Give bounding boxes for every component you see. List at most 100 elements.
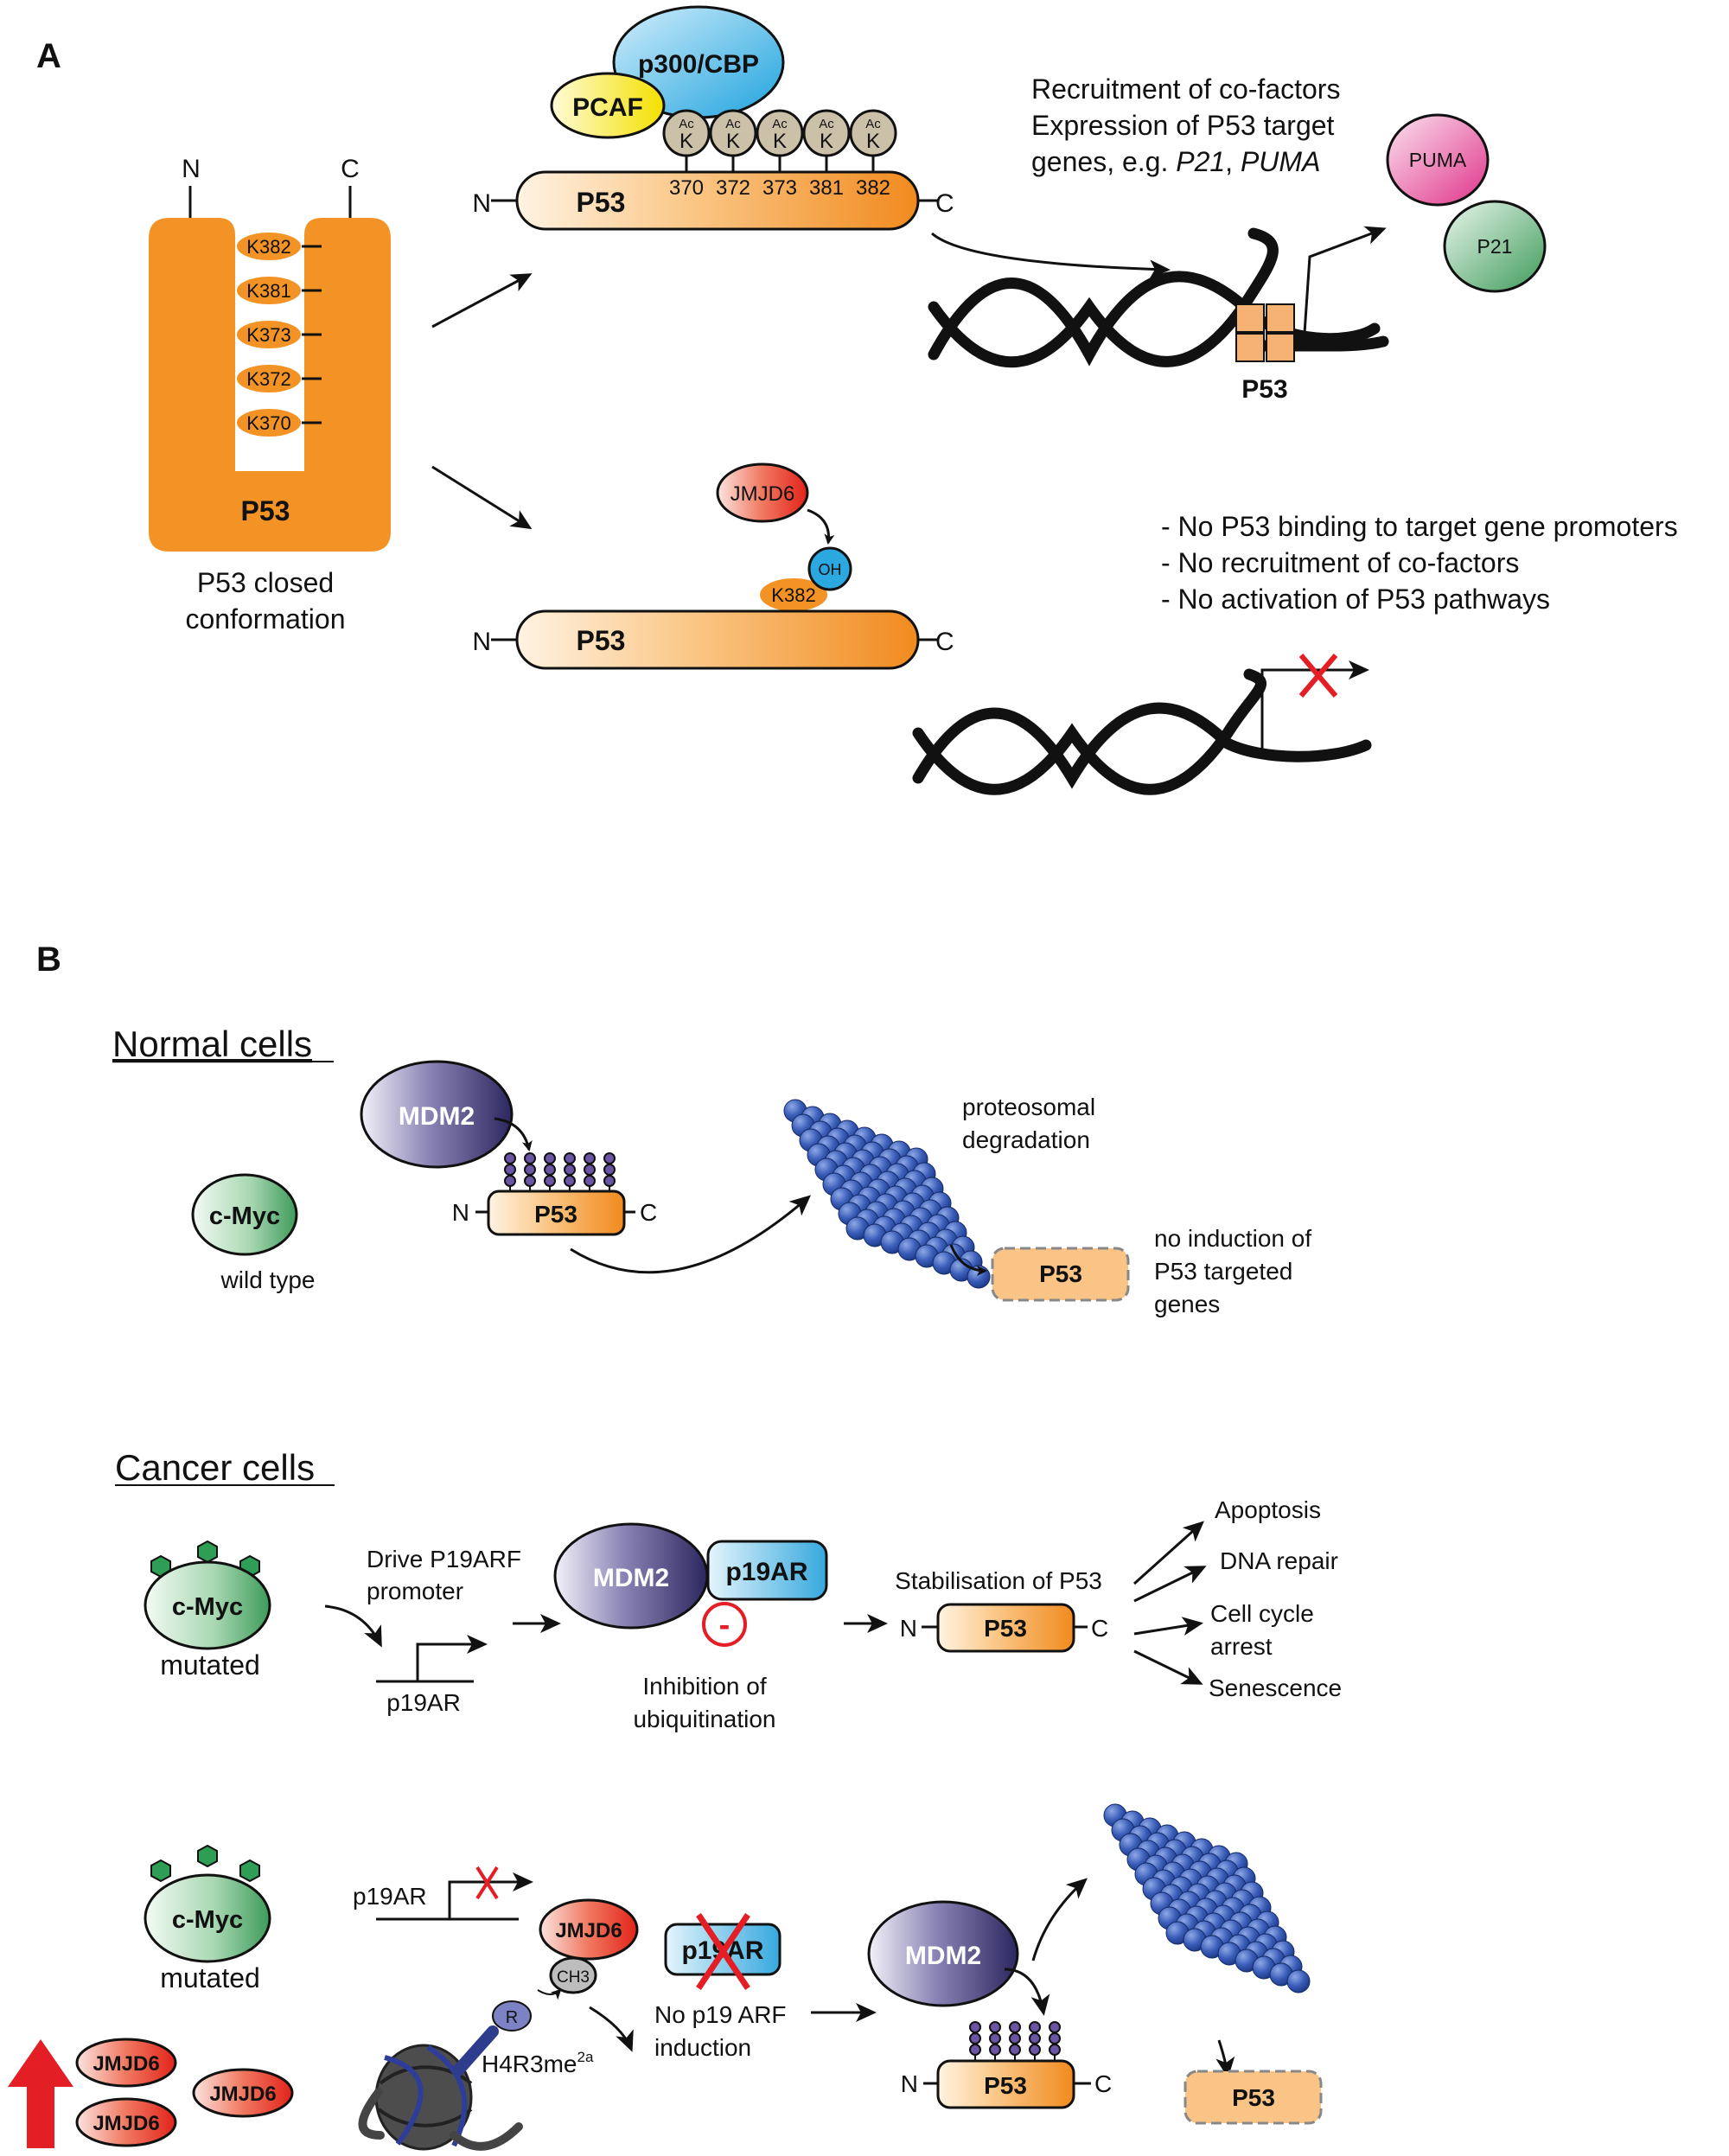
jmjd6-overexpression: JMJD6 JMJD6 JMJD6: [8, 2038, 294, 2148]
mdm2-label: MDM2: [399, 1102, 475, 1131]
drive-line2: promoter: [367, 1578, 463, 1604]
blocked-transcription-x: [1298, 654, 1338, 698]
arginine-r: [492, 2000, 532, 2032]
proteasome-subunit: [1286, 1969, 1311, 1993]
k-label: K: [679, 130, 693, 153]
arrow-jmjd6-to-p19: [589, 2006, 634, 2052]
closed-p53-label: P53: [241, 495, 290, 526]
cmyc-label: c-Myc: [209, 1202, 280, 1230]
dna-helix-bottom: [912, 654, 1372, 795]
no-induction-line1: no induction of: [1154, 1225, 1311, 1252]
transcription-arrow: [1302, 226, 1387, 348]
oh-label: OH: [819, 561, 842, 578]
normal-c-label: C: [640, 1199, 657, 1226]
jmjd6-c-label: C: [1094, 2070, 1112, 2097]
p19ar-promoter-blocked: [376, 1866, 533, 1921]
no-p19-line1: No p19 ARF: [654, 2001, 787, 2028]
jmjd6-label: JMJD6: [93, 2052, 159, 2076]
dna-p53-label: P53: [1241, 375, 1287, 404]
inhibition-line1: Inhibition of: [642, 1673, 766, 1700]
p53-ghost-label: P53: [1232, 2084, 1275, 2111]
lysine-label: K370: [246, 412, 290, 434]
jmjd6-label: JMJD6: [93, 2112, 159, 2135]
position-label: 381: [809, 176, 844, 200]
p53-hydroxylated: JMJD6 K382 OH N C P53: [472, 462, 954, 670]
lysine-label: K372: [246, 368, 290, 390]
recruitment-text-line1: Recruitment of co-factors: [1031, 73, 1340, 105]
jmjd6-at-promoter: [539, 1898, 639, 1961]
inhibition-symbol: [702, 1602, 747, 1647]
p53-stabilised: [936, 1603, 1075, 1653]
outcome-dna-repair: DNA repair: [1220, 1547, 1338, 1574]
cancer-cells-title: Cancer cells: [115, 1447, 315, 1488]
cmyc-mutated-caption: mutated: [160, 1962, 260, 1993]
mdm2-label: MDM2: [593, 1564, 669, 1592]
closed-caption-line1: P53 closed: [197, 567, 334, 598]
p19ar-promoter-gene: [376, 1635, 488, 1683]
ch3-label: CH3: [557, 1968, 590, 1987]
lysine-label: K382: [246, 236, 290, 258]
ac-label: Ac: [679, 117, 694, 131]
jmjd6-p53-label: P53: [984, 2072, 1027, 2099]
pcaf-protein: [550, 72, 666, 139]
no-induction-line2: P53 targeted: [1154, 1258, 1292, 1285]
jmjd6-label: JMJD6: [731, 482, 795, 506]
bullet-no-binding: - No P53 binding to target gene promoter…: [1161, 511, 1678, 542]
cmyc-wildtype-caption: wild type: [220, 1266, 316, 1293]
cmyc-label: c-Myc: [172, 1906, 243, 1934]
h4r3me-label: H4R3me2a: [482, 2049, 594, 2077]
cancer-p53-label: P53: [984, 1615, 1027, 1642]
cancer-c-label: C: [1091, 1615, 1108, 1642]
position-label: 373: [762, 176, 797, 200]
p53-ghost-label: P53: [1039, 1260, 1082, 1287]
position-label: 372: [716, 176, 750, 200]
normal-p53-label: P53: [534, 1201, 577, 1228]
outcome-cell-cycle: Cell cycle: [1210, 1600, 1314, 1627]
arrow-to-proteasome: [570, 1195, 812, 1274]
methyl-group: [549, 1956, 597, 1994]
p19ar-blocked-x: [696, 1913, 750, 1990]
k-label: K: [866, 130, 880, 153]
ac-label: Ac: [772, 117, 788, 131]
degradation-line1: proteosomal: [962, 1094, 1095, 1120]
nucleosome: R: [358, 2000, 532, 2151]
cmyc-wildtype: [191, 1173, 298, 1256]
pcaf-label: PCAF: [572, 93, 643, 122]
closed-caption-line2: conformation: [186, 603, 346, 635]
top-p53-label: P53: [577, 187, 626, 218]
p300-cbp-label: p300/CBP: [638, 50, 759, 79]
mdm2-label: MDM2: [905, 1942, 981, 1970]
no-induction-line3: genes: [1154, 1291, 1220, 1317]
cmyc-mutated-caption: mutated: [160, 1649, 260, 1681]
puma-label: PUMA: [1409, 149, 1467, 171]
closed-c-label: C: [341, 155, 360, 183]
position-label: 370: [669, 176, 704, 200]
lysine-label: K381: [246, 280, 290, 302]
k-label: K: [820, 130, 833, 153]
acetyl-lysines: Ac K 370 Ac K 372 Ac K 373 Ac: [662, 109, 897, 200]
cmyc-mutated-1: c-Myc: [144, 1540, 271, 1650]
panel-b-label: B: [36, 941, 61, 979]
p19ar-label: p19AR: [725, 1558, 807, 1586]
bullet-no-activation: - No activation of P53 pathways: [1161, 584, 1550, 615]
p53-ubiquitinated: [936, 2059, 1075, 2109]
outcome-arrows: [1132, 1521, 1207, 1685]
p21-label: P21: [1477, 235, 1513, 258]
bottom-n-label: N: [472, 628, 491, 656]
p53-bar-top: [515, 170, 920, 231]
recruitment-text-line3: genes, e.g. P21, PUMA: [1031, 146, 1320, 177]
normal-n-label: N: [452, 1199, 469, 1226]
arrow-to-dna: [931, 232, 1171, 279]
up-arrow-icon: [8, 2039, 73, 2148]
degradation-line2: degradation: [962, 1126, 1090, 1153]
p53-closed-conformation: N C K382 K381 K373 K372 K370 P53 P53 clo…: [149, 155, 391, 635]
puma-protein: [1386, 113, 1490, 207]
recruitment-text-line2: Expression of P53 target: [1031, 110, 1335, 141]
bottom-c-label: C: [935, 628, 954, 656]
p19ar-protein: [706, 1540, 828, 1601]
ubiquitin-chains-normal: [504, 1152, 616, 1191]
p19ar-gene-label-2: p19AR: [353, 1883, 427, 1910]
bullet-no-cofactors: - No recruitment of co-factors: [1161, 547, 1519, 578]
r-label: R: [506, 2008, 518, 2027]
